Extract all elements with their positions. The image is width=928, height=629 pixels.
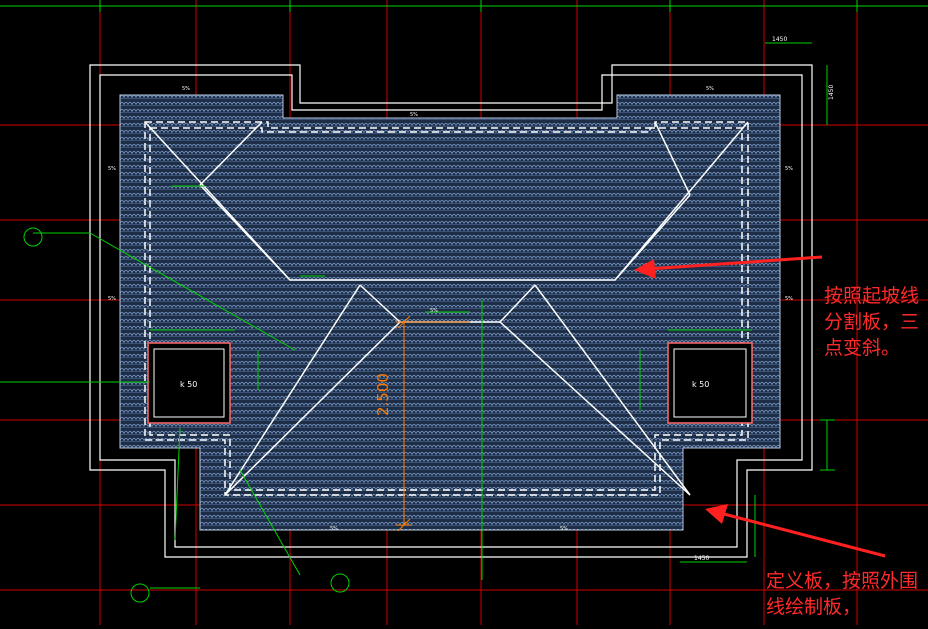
top-dimension-line <box>0 0 928 12</box>
svg-text:5%: 5% <box>785 296 793 302</box>
annotation-slope-split: 按照起坡线分割板，三点变斜。 <box>824 285 920 359</box>
building-outline <box>89 64 813 558</box>
annotation-define-board: 定义板，按照外围线绘制板， <box>766 570 919 618</box>
svg-text:5%: 5% <box>785 166 793 172</box>
slope-label-left: k 50 <box>180 380 198 389</box>
svg-text:5%: 5% <box>706 86 714 92</box>
roof-board-dashes <box>144 121 749 496</box>
svg-text:5%: 5% <box>108 296 116 302</box>
small-slope-marks: 5% 5% 5% 5% 5% 5% 5% 5% 5% <box>108 86 793 532</box>
ridge-height-label: 2.500 <box>374 373 392 416</box>
svg-text:5%: 5% <box>330 526 338 532</box>
hip-ridge-lines <box>144 121 749 496</box>
ridge-height-dimension <box>396 315 470 532</box>
svg-text:5%: 5% <box>560 526 568 532</box>
dimension-label-bottom: 1450 <box>694 555 710 562</box>
svg-text:5%: 5% <box>108 166 116 172</box>
skylight-right <box>667 342 753 424</box>
skylight-left <box>147 342 231 424</box>
detail-callout-circles <box>23 227 350 603</box>
pct-label: 5% <box>430 308 438 314</box>
annotation-arrows <box>634 255 886 558</box>
dimension-label-side: 1450 <box>828 84 835 100</box>
svg-text:5%: 5% <box>410 112 418 118</box>
green-leaders <box>0 42 835 589</box>
slope-label-right: k 50 <box>692 380 710 389</box>
svg-text:5%: 5% <box>182 86 190 92</box>
dimension-label-top: 1450 <box>772 36 788 43</box>
